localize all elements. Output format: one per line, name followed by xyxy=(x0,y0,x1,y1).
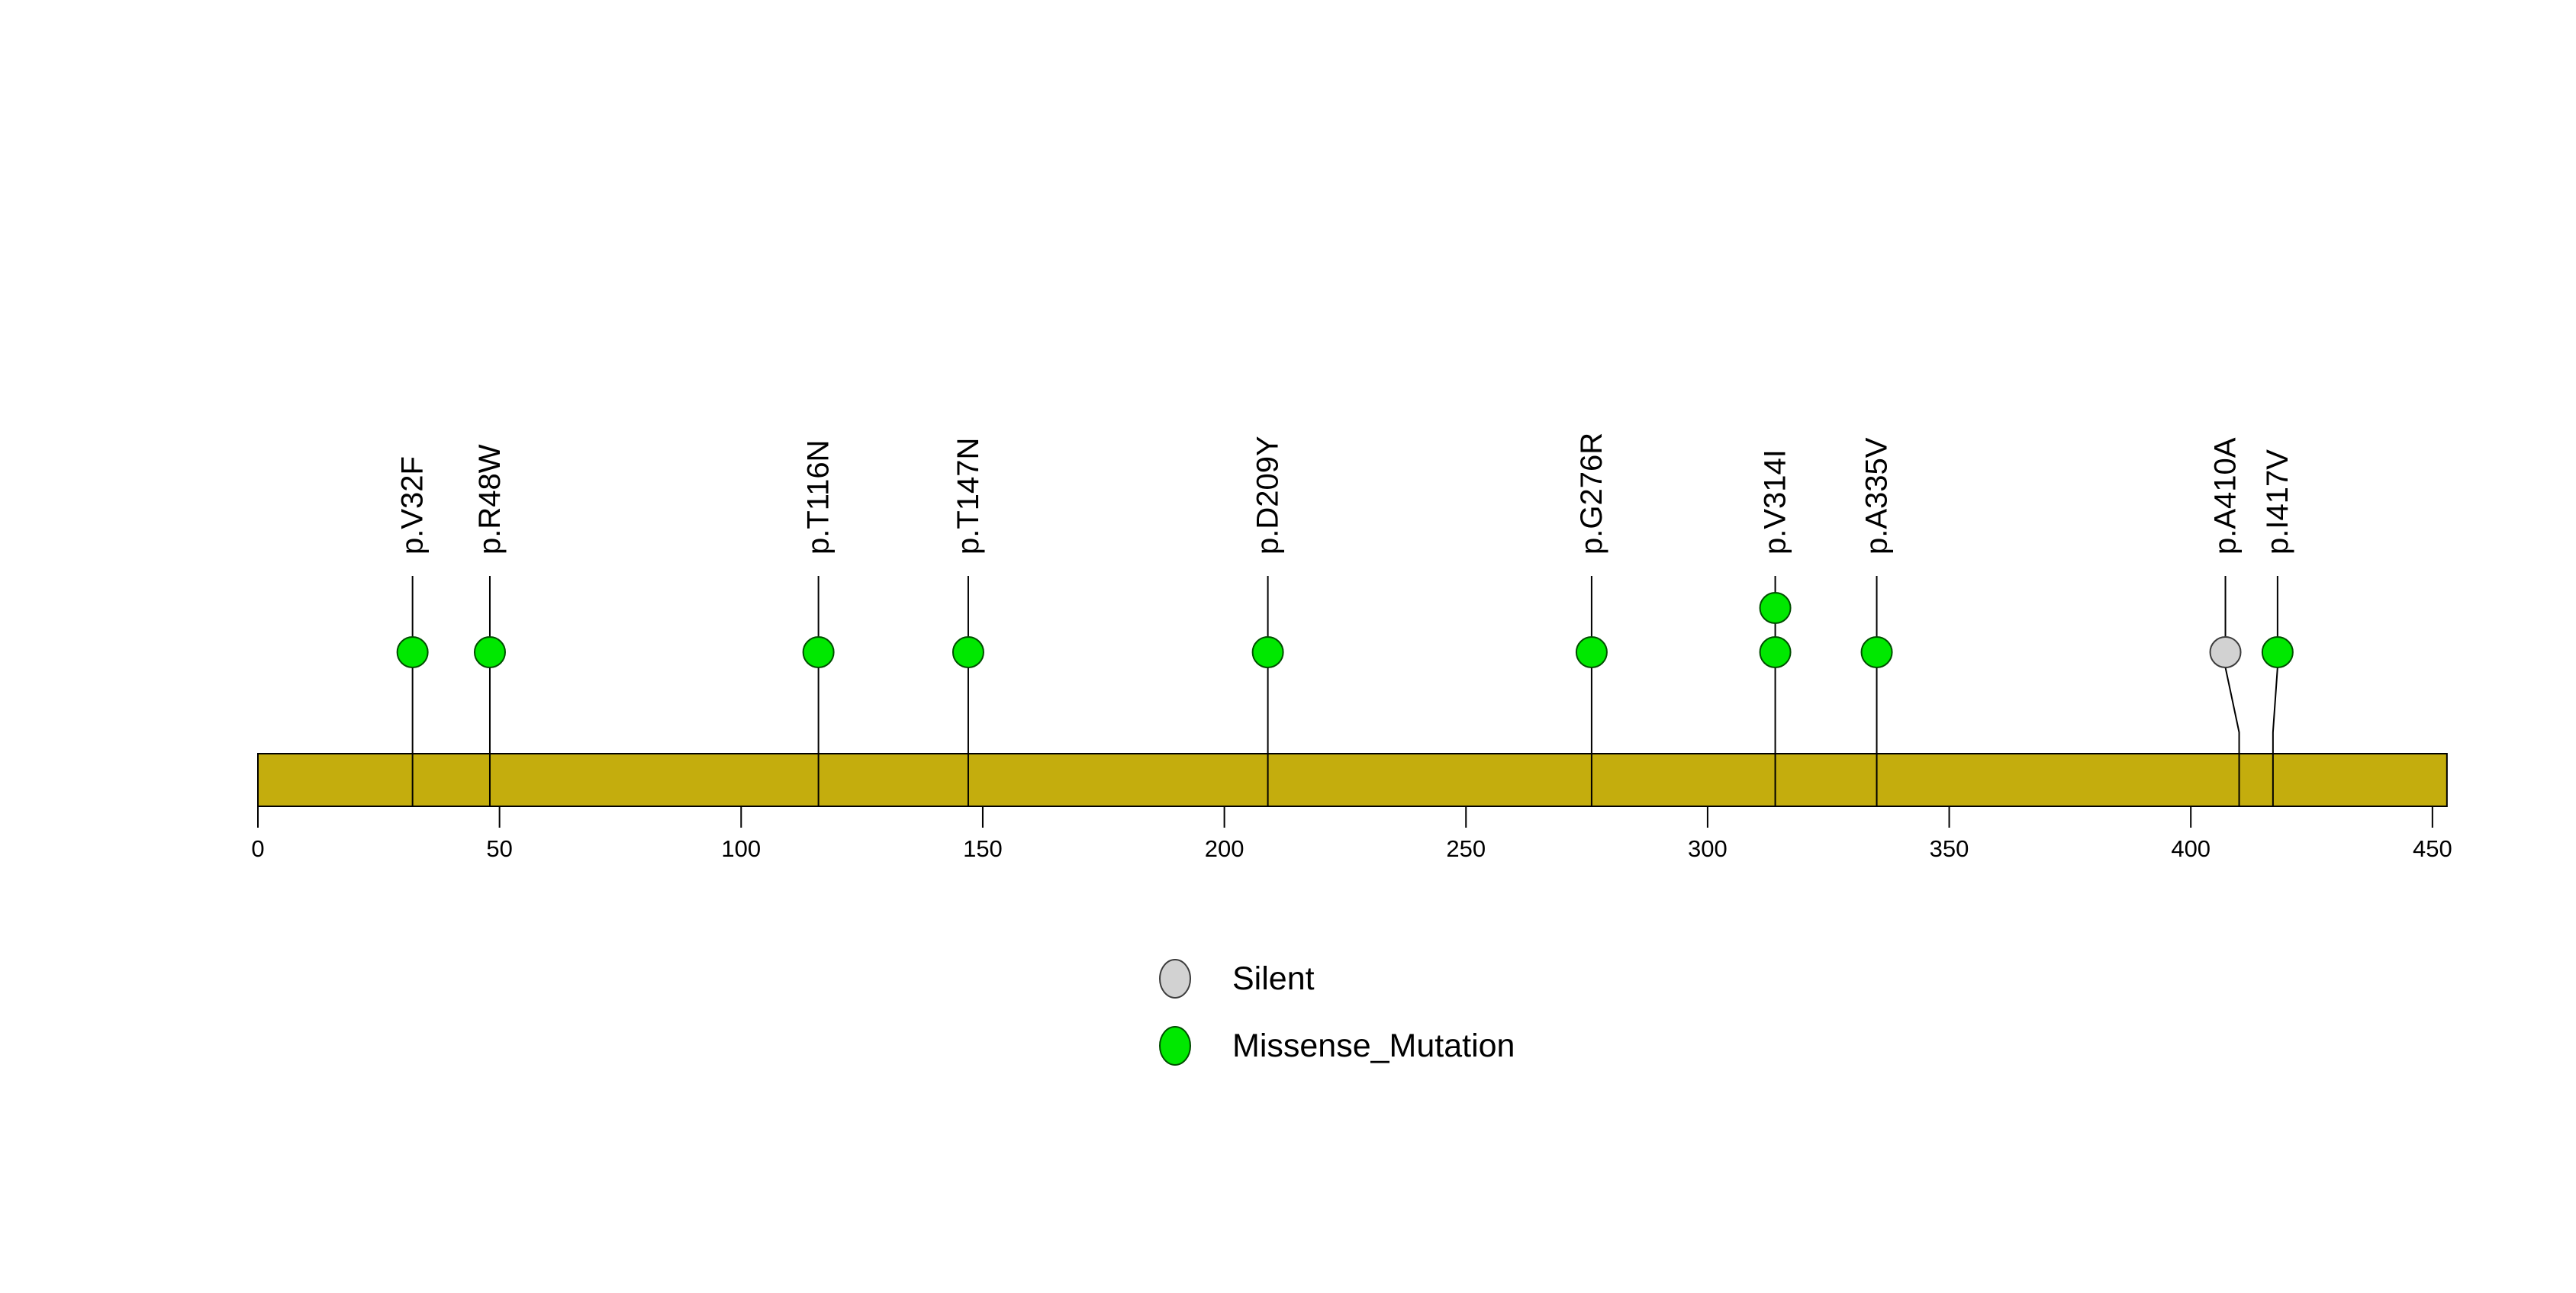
legend-marker-silent xyxy=(1159,959,1191,999)
mutation-label: p.A410A xyxy=(2209,437,2243,555)
mutation-label: p.V32F xyxy=(396,456,430,555)
axis-tick-label: 350 xyxy=(1930,835,1969,862)
axis-tick-label: 150 xyxy=(963,835,1003,862)
axis-tick-label: 100 xyxy=(721,835,761,862)
mutation-label: p.T116N xyxy=(802,440,836,555)
mutation-label: p.D209Y xyxy=(1251,436,1285,555)
axis-tick-label: 300 xyxy=(1688,835,1728,862)
mutation-circle xyxy=(2261,636,2294,668)
mutation-label: p.R48W xyxy=(473,444,507,555)
mutation-circle xyxy=(1860,636,1893,668)
legend-label-silent: Silent xyxy=(1232,960,1315,997)
mutation-label: p.I417V xyxy=(2261,449,2294,555)
mutation-circle xyxy=(473,636,506,668)
gene-body-bar xyxy=(257,753,2448,807)
mutation-label: p.V314I xyxy=(1759,449,1792,555)
mutation-circle xyxy=(802,636,835,668)
mutation-circles-layer xyxy=(396,592,2294,668)
lollipop-stem xyxy=(2272,576,2278,806)
mutation-label: p.G276R xyxy=(1575,433,1608,555)
mutation-circle xyxy=(2209,636,2242,668)
legend-item: Missense_Mutation xyxy=(1159,1026,1515,1066)
axis-tick-label: 50 xyxy=(486,835,512,862)
axis-tick-label: 400 xyxy=(2171,835,2211,862)
mutation-circle xyxy=(1251,636,1284,668)
mutation-circle xyxy=(1575,636,1608,668)
mutation-label: p.T147N xyxy=(952,438,985,555)
legend-marker-missense_mutation xyxy=(1159,1026,1191,1066)
axis-tick-label: 250 xyxy=(1446,835,1486,862)
mutation-circle xyxy=(952,636,984,668)
legend-label-missense_mutation: Missense_Mutation xyxy=(1232,1028,1515,1064)
gene-body-layer xyxy=(257,753,2448,807)
mutation-label: p.A335V xyxy=(1860,437,1894,555)
axis-layer: 0 50 100 150 200 250 300 350 400 450 xyxy=(251,806,2452,862)
axis-tick-label: 200 xyxy=(1205,835,1245,862)
lollipop-stem xyxy=(2224,576,2240,806)
mutation-labels-layer: p.V32F p.R48W p.T116N p.T147N p.D209Y p.G276R… xyxy=(396,433,2294,555)
mutation-circle xyxy=(396,636,429,668)
mutation-circle xyxy=(1759,592,1792,624)
axis-tick-label: 450 xyxy=(2413,835,2452,862)
legend-item: Silent xyxy=(1159,959,1315,999)
mutation-circle xyxy=(1759,636,1792,668)
axis-tick-label: 0 xyxy=(251,835,264,862)
